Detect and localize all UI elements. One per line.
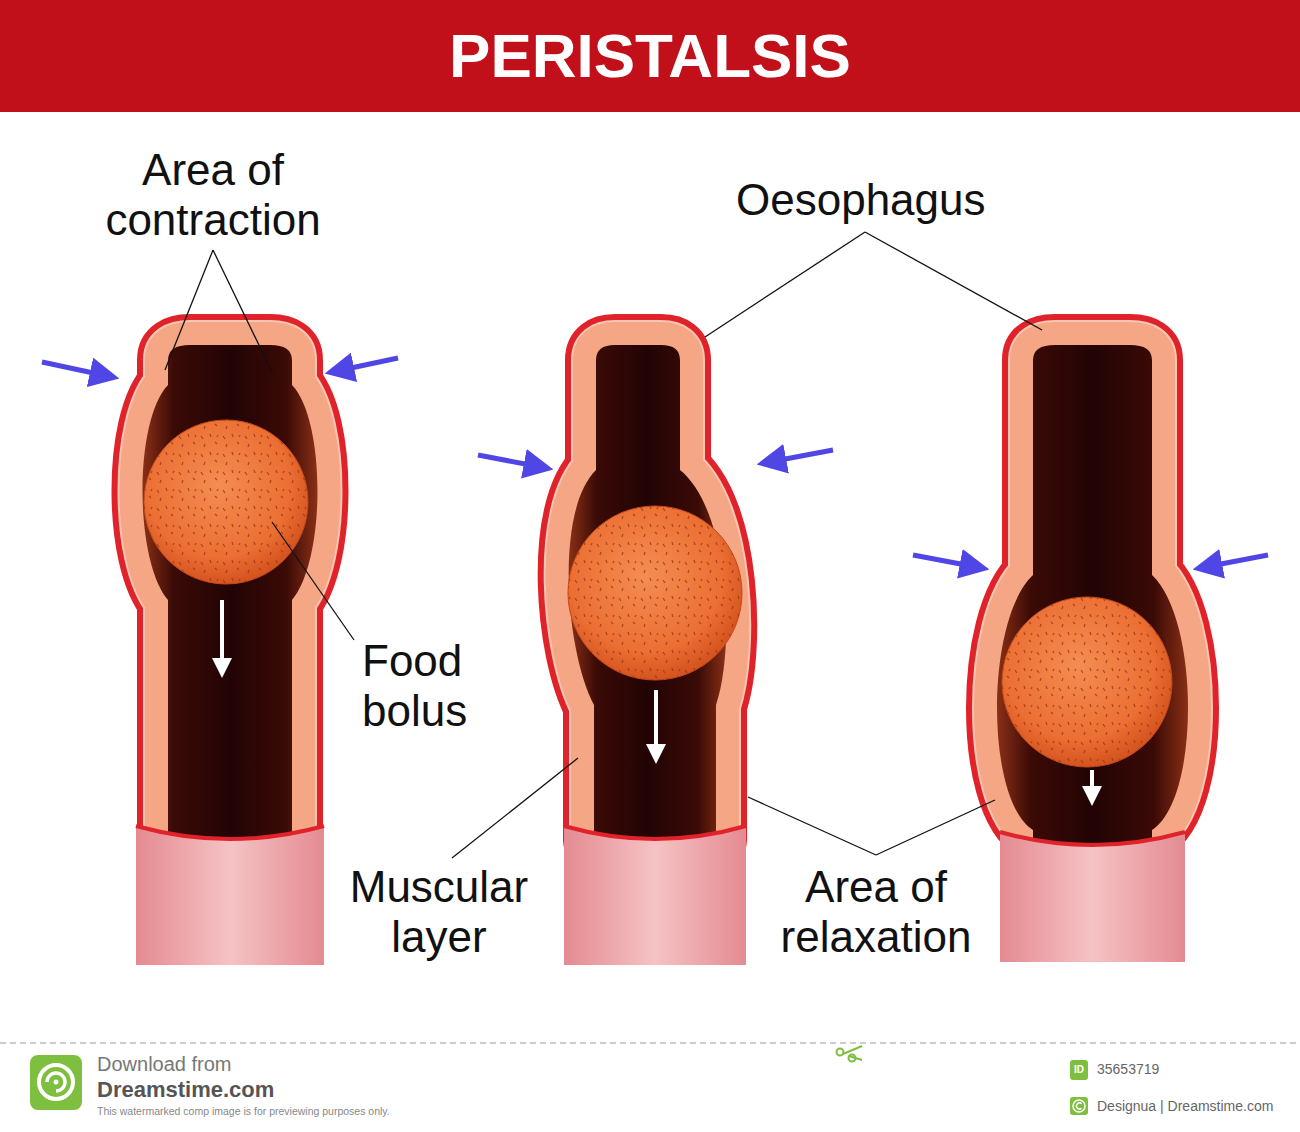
diagram-title: PERISTALSIS <box>0 0 1300 112</box>
id-badge: ID <box>1070 1060 1088 1080</box>
callout-label: Area of relaxation <box>756 862 996 962</box>
scissors-icon <box>837 1046 863 1062</box>
badge-text: ID <box>1074 1064 1084 1076</box>
credit-text: Designua | Dreamstime.com <box>1097 1097 1273 1115</box>
image-id: 35653719 <box>1097 1060 1159 1078</box>
contraction-arrows <box>42 358 1268 568</box>
oesophagus-tube <box>136 345 324 965</box>
footer-rule <box>0 1043 1300 1044</box>
leader-lines <box>165 232 1042 858</box>
oesophagus-tube <box>997 345 1188 962</box>
watermark-text: Download from <box>97 1052 232 1076</box>
dreamstime-logo <box>30 1055 82 1110</box>
callout-label: Area of contraction <box>83 145 343 245</box>
callout-label: Oesophagus <box>736 175 1006 225</box>
watermark-text: Dreamstime.com <box>97 1077 274 1103</box>
callout-label: Food bolus <box>362 636 512 736</box>
copyright-icon <box>1070 1097 1088 1115</box>
oesophagus-tube <box>564 345 746 965</box>
callout-label: Muscular layer <box>329 862 549 962</box>
watermark-note: This watermarked comp image is for previ… <box>97 1104 390 1118</box>
